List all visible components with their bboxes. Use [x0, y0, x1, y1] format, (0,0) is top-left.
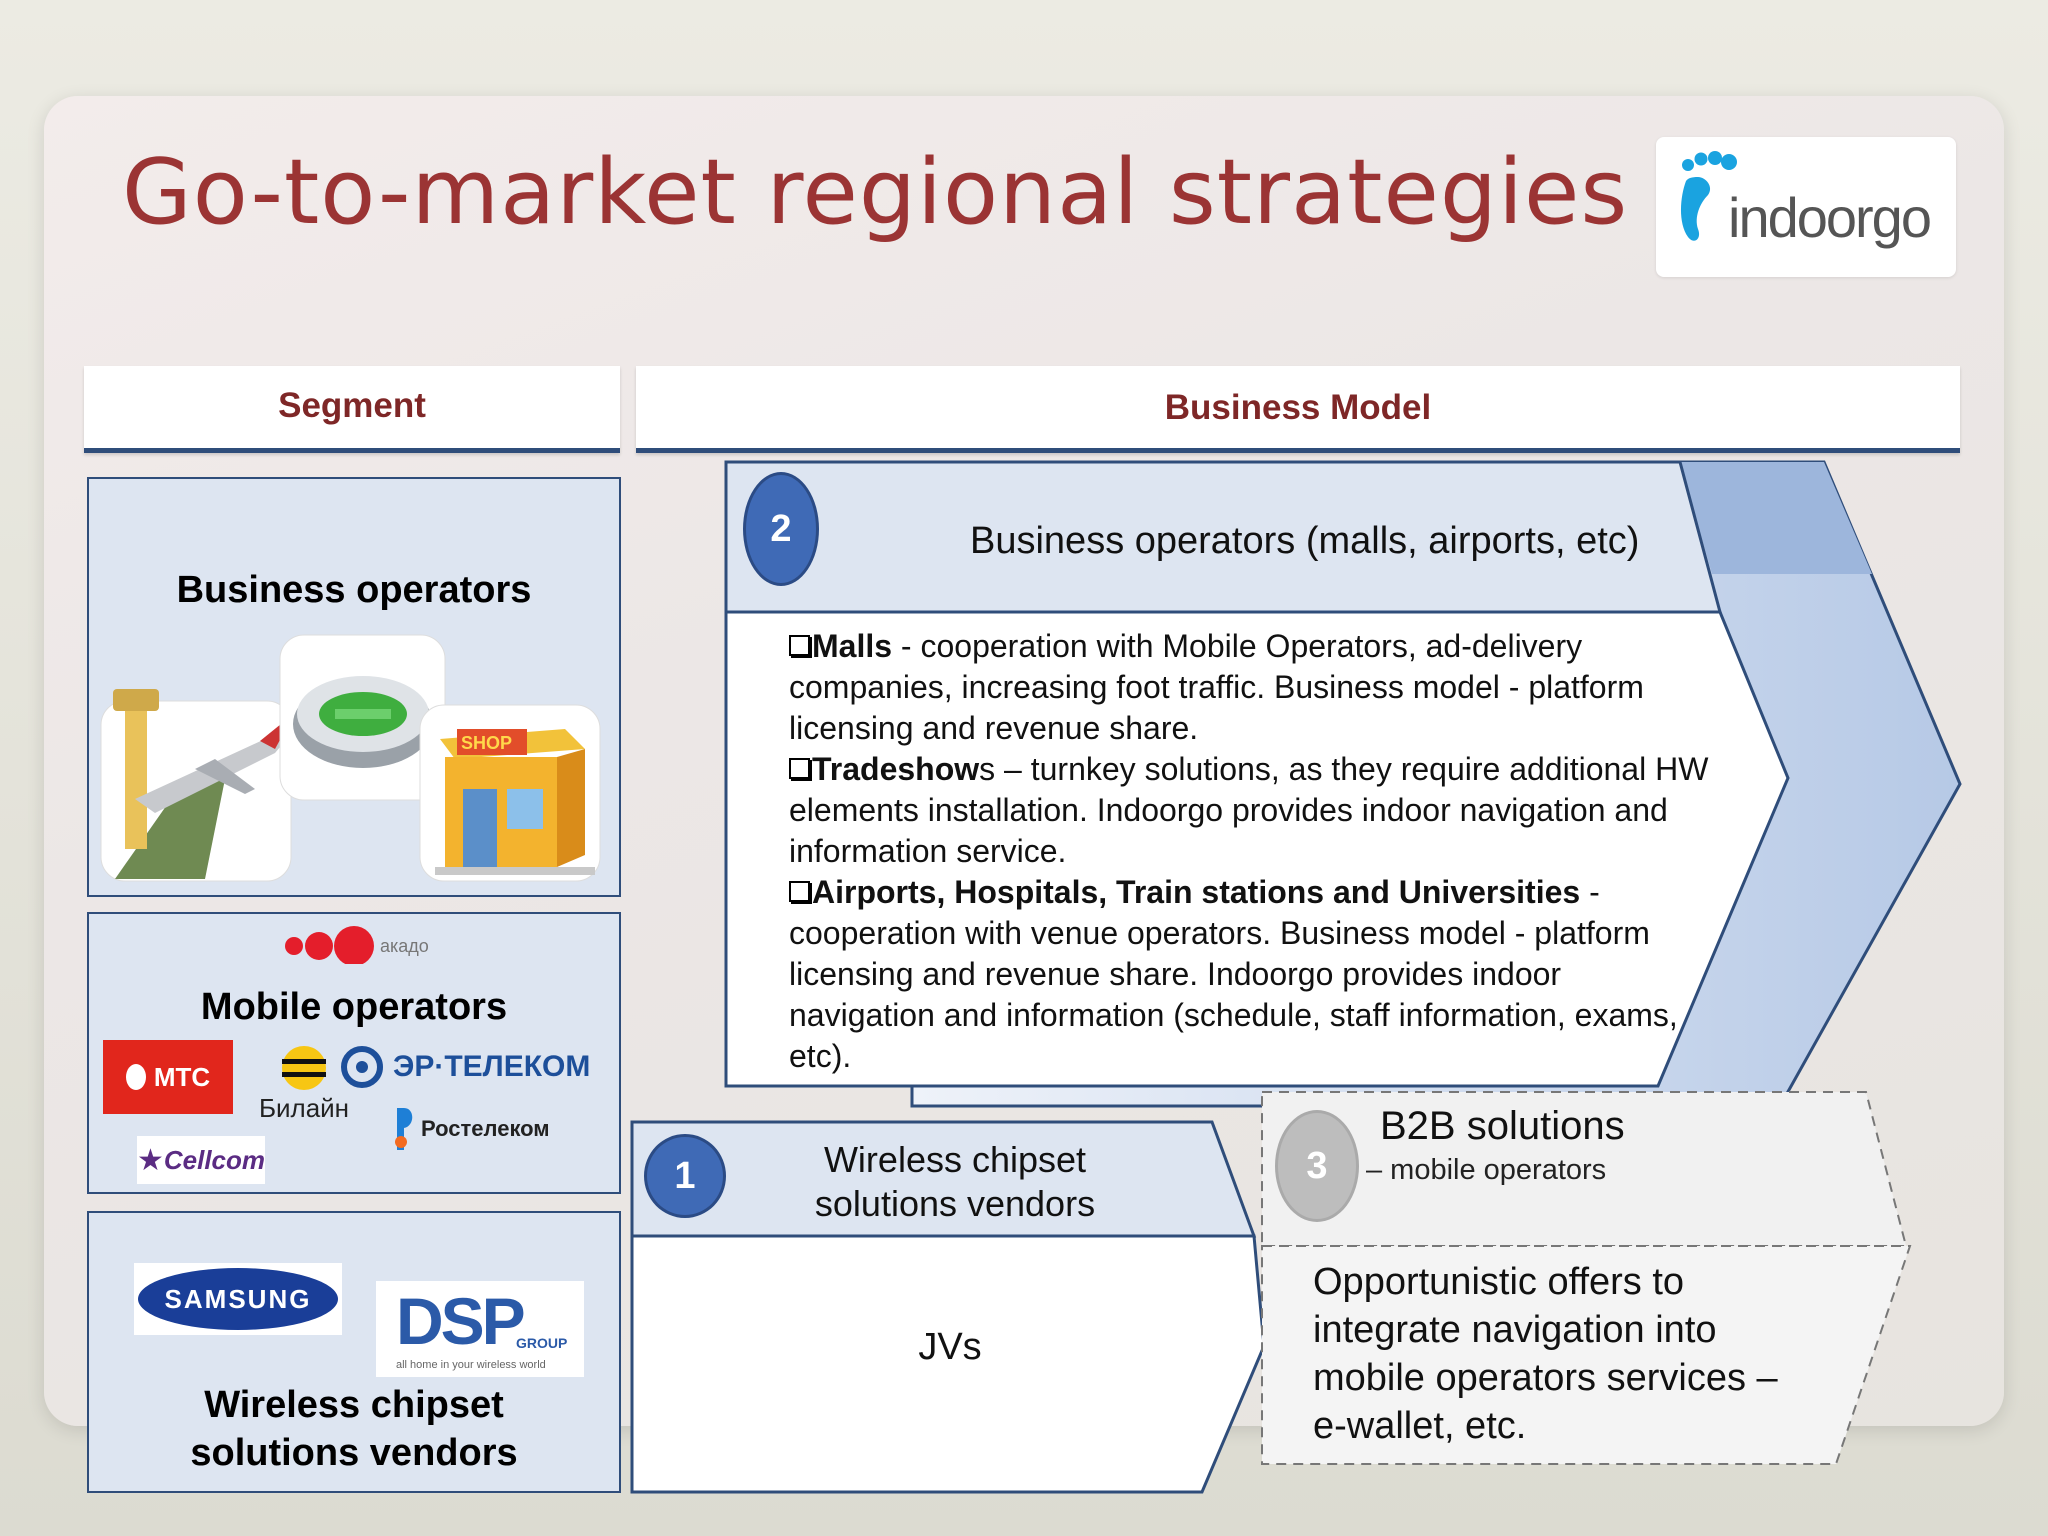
- business-model-item: Airports, Hospitals, Train stations and …: [789, 874, 1678, 1074]
- chipset-model-body: JVs: [918, 1326, 982, 1368]
- b2b-model-subtitle: – mobile operators: [1366, 1154, 1607, 1186]
- dsp-group-logo: DSP GROUP all home in your wireless worl…: [376, 1281, 584, 1377]
- segment-mobile-operators: акадо Mobile operators МТС Билайн ЭР·ТЕЛ…: [87, 912, 621, 1194]
- samsung-logo: SAMSUNG: [134, 1263, 342, 1335]
- stadium-icon: [279, 634, 446, 801]
- segment-business-operators-label: Business operators: [176, 569, 532, 611]
- rostelecom-icon: [395, 1108, 413, 1150]
- er-telecom-icon: [341, 1046, 383, 1088]
- segment-business-operators: Business operators SHOP: [87, 477, 621, 897]
- slide-title: Go-to-market regional strategies: [122, 140, 1629, 245]
- akado-logo: акадо: [284, 924, 444, 969]
- airplane-icon: [100, 689, 292, 882]
- mts-logo: МТС: [103, 1040, 233, 1114]
- b2b-model-title: B2B solutions: [1380, 1104, 1625, 1148]
- business-model-header-label: Business Model: [1164, 388, 1432, 427]
- model-badge-2: 2: [743, 472, 819, 586]
- segment-mobile-operators-label: Mobile operators: [200, 986, 508, 1028]
- b2b-body-panel: [1261, 1245, 1912, 1465]
- chipset-body-panel: [630, 1234, 1266, 1494]
- business-body-panel: [724, 610, 1790, 1088]
- model-badge-3: 3: [1275, 1110, 1359, 1222]
- indoorgo-logo: indoorgo: [1656, 137, 1956, 277]
- beeline-icon: [282, 1046, 326, 1090]
- footprint-icon: indoorgo: [1681, 151, 1932, 249]
- segment-chipset-vendors-label: Wireless chipset solutions vendors: [190, 1384, 518, 1474]
- business-model-title: Business operators (malls, airports, etc…: [970, 520, 1640, 562]
- shop-icon: SHOP: [419, 704, 601, 882]
- model-badge-1: 1: [644, 1134, 726, 1218]
- b2b-header-band: [1261, 1091, 1908, 1247]
- business-model-details: Malls - cooperation with Mobile Operator…: [789, 626, 1709, 1077]
- business-model-item: Tradeshows – turnkey solutions, as they …: [789, 751, 1709, 869]
- rostelecom-logo: Ростелеком: [391, 1106, 550, 1152]
- segment-header: Segment: [84, 366, 620, 453]
- segment-header-label: Segment: [278, 386, 426, 425]
- business-model-header: Business Model: [636, 366, 1960, 453]
- svg-text:indoorgo: indoorgo: [1728, 186, 1930, 249]
- segment-chipset-vendors: SAMSUNG DSP GROUP all home in your wirel…: [87, 1211, 621, 1493]
- svg-text:SHOP: SHOP: [461, 733, 512, 753]
- venue-icons: SHOP: [100, 634, 601, 882]
- b2b-model-body: Opportunistic offers to integrate naviga…: [1313, 1261, 1778, 1447]
- cellcom-logo: ★ Cellcom: [137, 1136, 265, 1184]
- beeline-logo: Билайн: [244, 1044, 364, 1124]
- chipset-model-title: Wireless chipset solutions vendors: [814, 1139, 1096, 1224]
- svg-text:акадо: акадо: [380, 936, 429, 956]
- er-telecom-logo: ЭР·ТЕЛЕКОМ: [339, 1044, 590, 1090]
- business-model-item: Malls - cooperation with Mobile Operator…: [789, 628, 1644, 746]
